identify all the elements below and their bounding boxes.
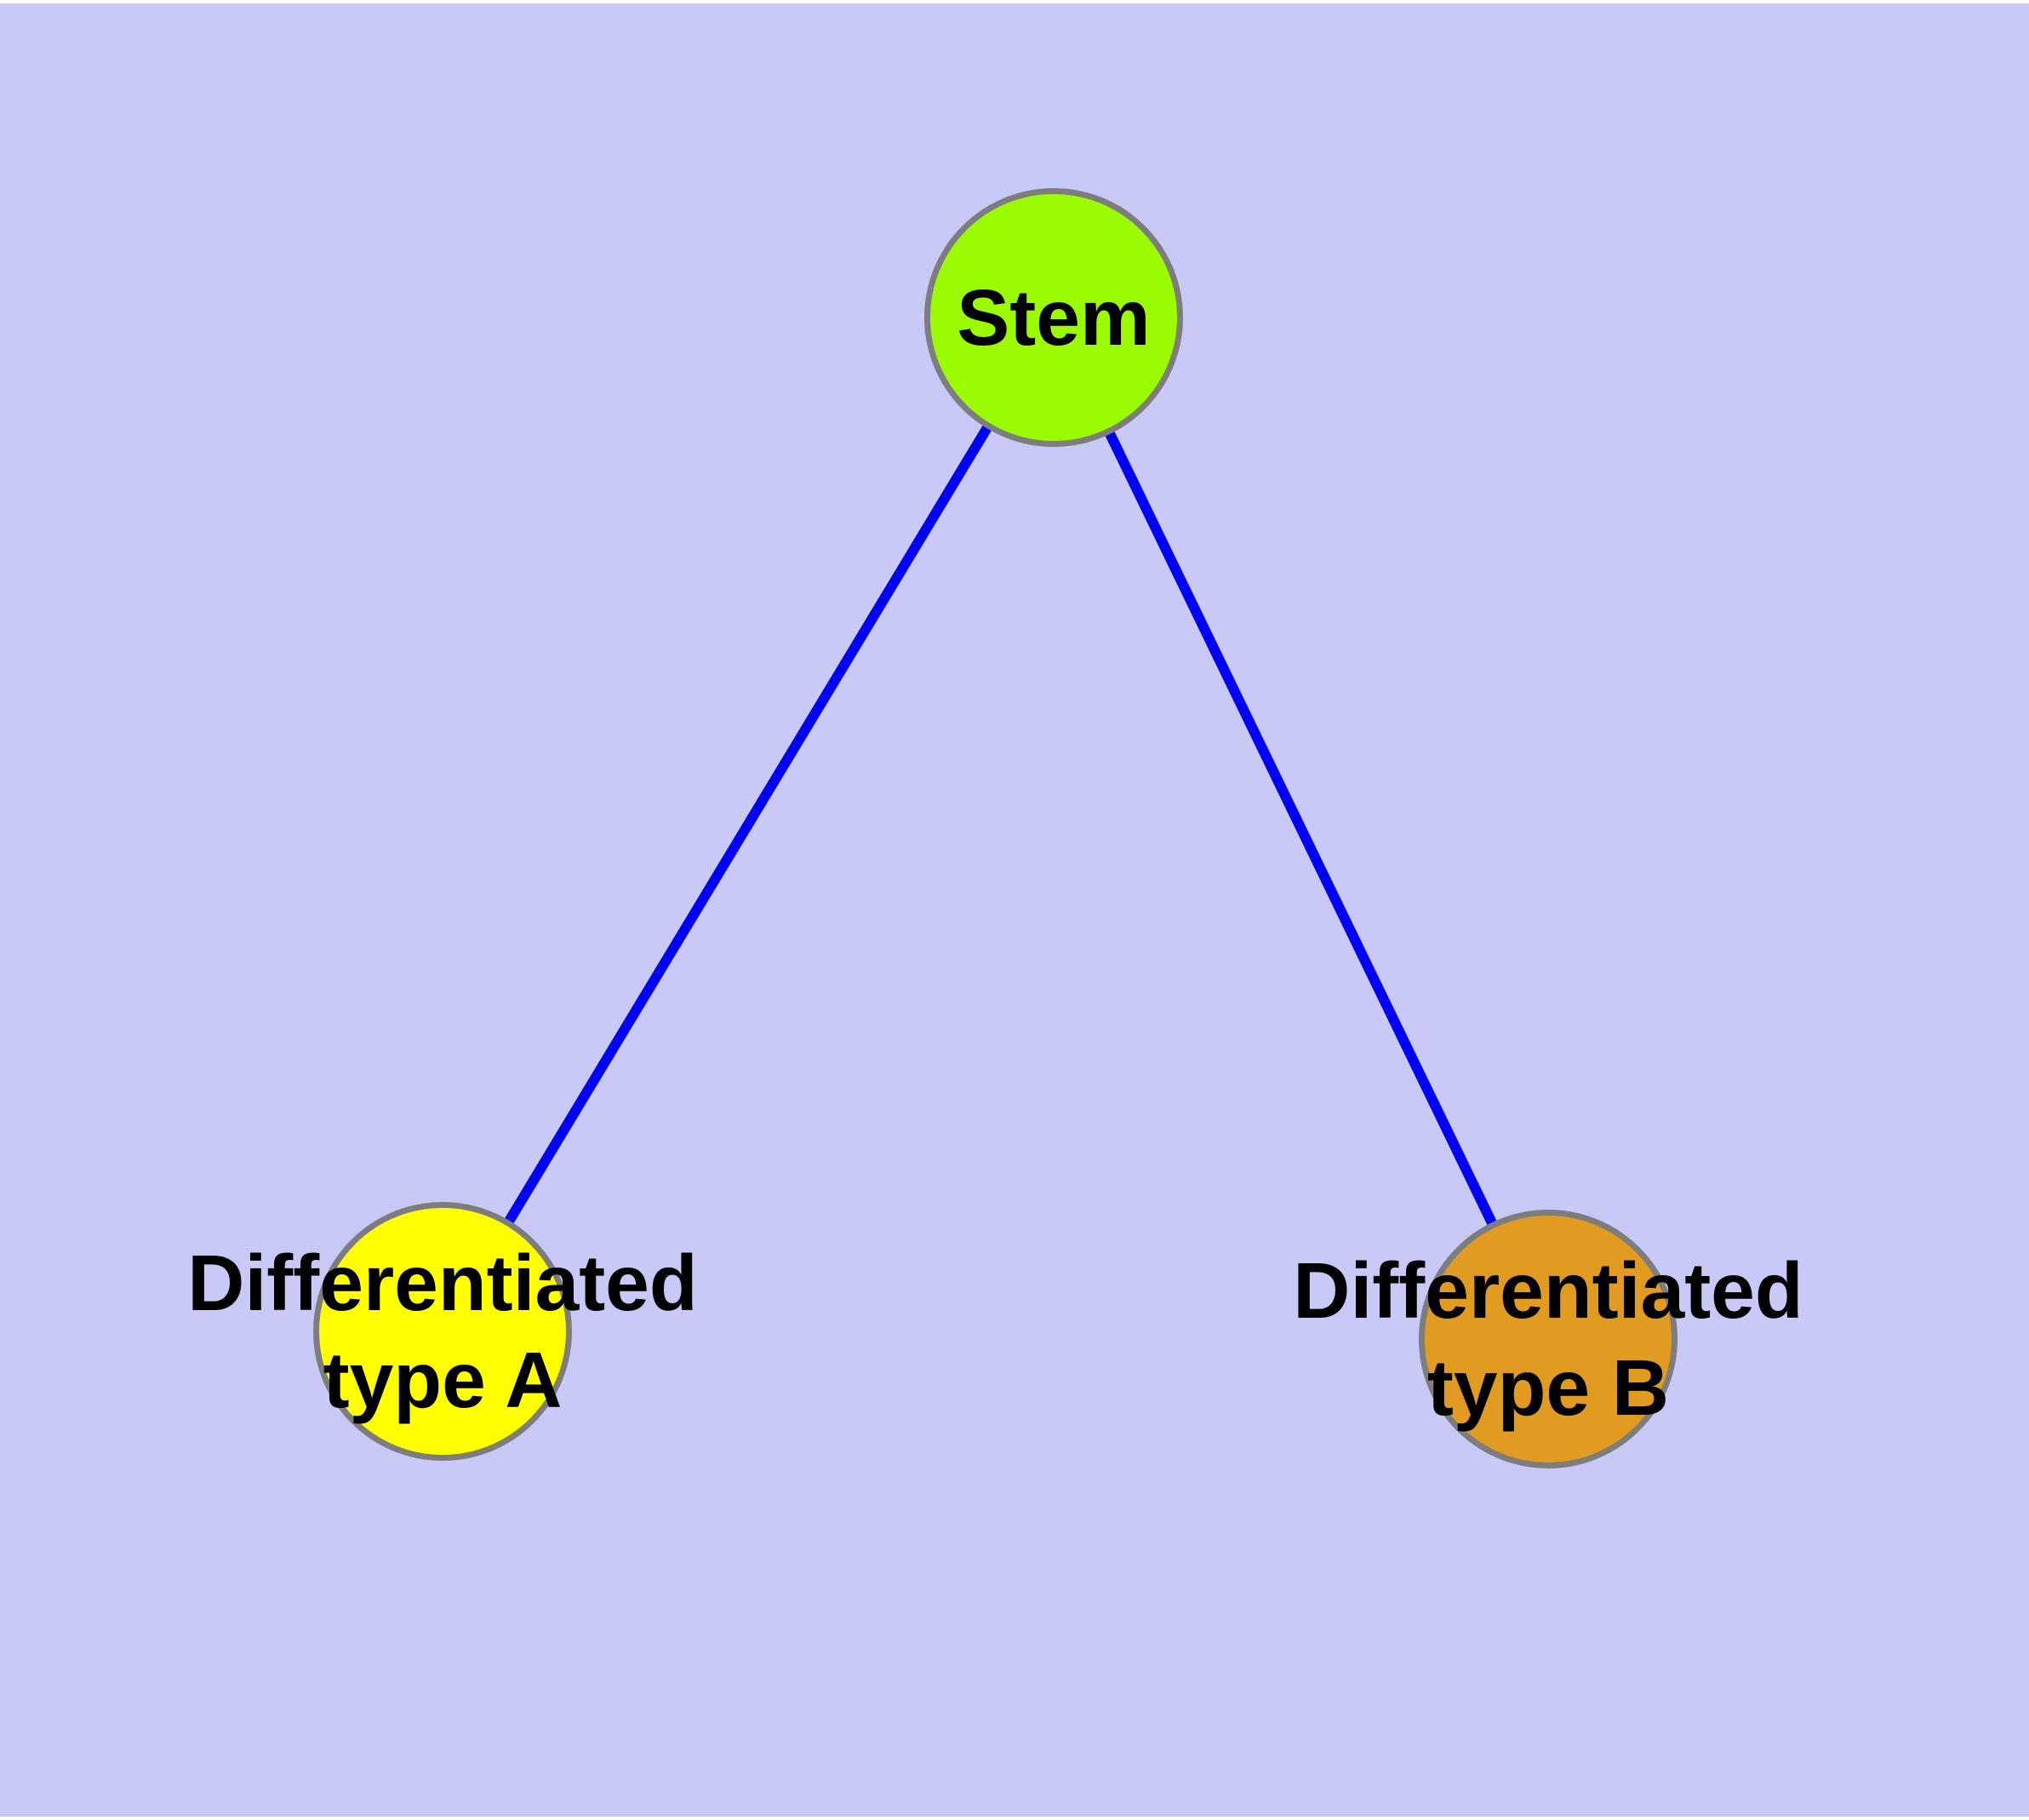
plot-margin-top [0, 0, 2029, 3]
node-stem [924, 188, 1183, 447]
edge-stem-to-differentiated-type-b [1049, 315, 1553, 1342]
edge-stem-to-differentiated-type-a [437, 314, 1059, 1335]
node-differentiated-type-b [1419, 1210, 1677, 1468]
plot-margin-bottom [0, 1817, 2029, 1820]
edges-layer [437, 314, 1553, 1342]
node-label-differentiated-type-b-line-1: Differentiated [1293, 1246, 1803, 1335]
node-differentiated-type-a [313, 1202, 572, 1461]
node-label-stem: Stem [500, 269, 1607, 366]
node-label-differentiated-type-b-line-2: type B [1426, 1343, 1670, 1432]
node-label-differentiated-type-a-line-1: Differentiated [187, 1239, 698, 1327]
node-label-differentiated-type-a: Differentiated type A [0, 1234, 996, 1428]
node-label-differentiated-type-a-line-2: type A [323, 1336, 563, 1424]
node-label-stem-line-1: Stem [957, 273, 1151, 362]
